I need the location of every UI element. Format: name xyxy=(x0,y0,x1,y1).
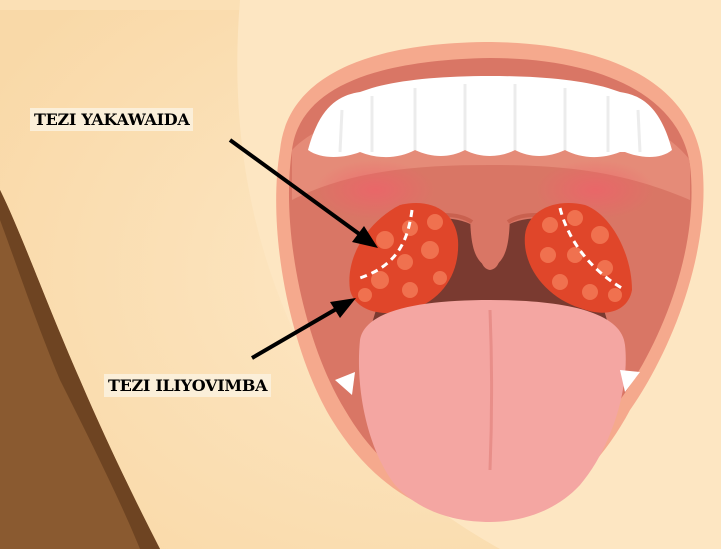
swollen-tonsil-label: TEZI ILIYOVIMBA xyxy=(108,376,267,395)
normal-tonsil-label-box: TEZI YAKAWAIDA xyxy=(30,108,193,131)
normal-tonsil-label: TEZI YAKAWAIDA xyxy=(34,110,189,129)
tongue-groove xyxy=(490,310,492,470)
swollen-tonsil-label-box: TEZI ILIYOVIMBA xyxy=(104,374,271,397)
